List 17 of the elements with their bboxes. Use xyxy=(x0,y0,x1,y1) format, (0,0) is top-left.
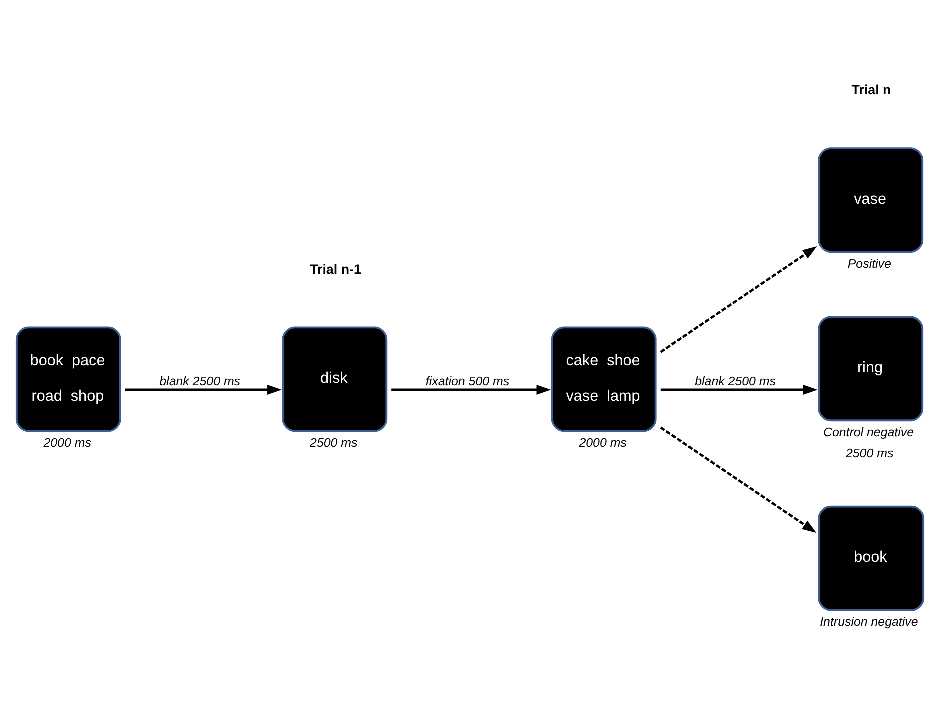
arrow xyxy=(660,246,818,354)
edge-label: blank 2500 ms xyxy=(160,374,241,389)
edge-label: blank 2500 ms xyxy=(695,374,776,389)
arrow xyxy=(660,426,817,534)
node-label: Positive xyxy=(848,256,892,271)
label: Trial n-1 xyxy=(310,262,362,277)
node-label: 2000 ms xyxy=(579,436,627,450)
label: Trial n xyxy=(852,82,892,98)
arrow xyxy=(660,384,818,396)
node-label: 2500 ms xyxy=(310,436,358,450)
node-label: Control negative xyxy=(823,425,914,440)
arrow xyxy=(125,384,282,396)
node-label: 2000 ms xyxy=(44,436,92,450)
node-label: Intrusion negative xyxy=(820,615,918,630)
node-label: 2500 ms xyxy=(846,446,894,460)
edge-label: fixation 500 ms xyxy=(426,374,510,389)
arrow xyxy=(392,384,552,396)
